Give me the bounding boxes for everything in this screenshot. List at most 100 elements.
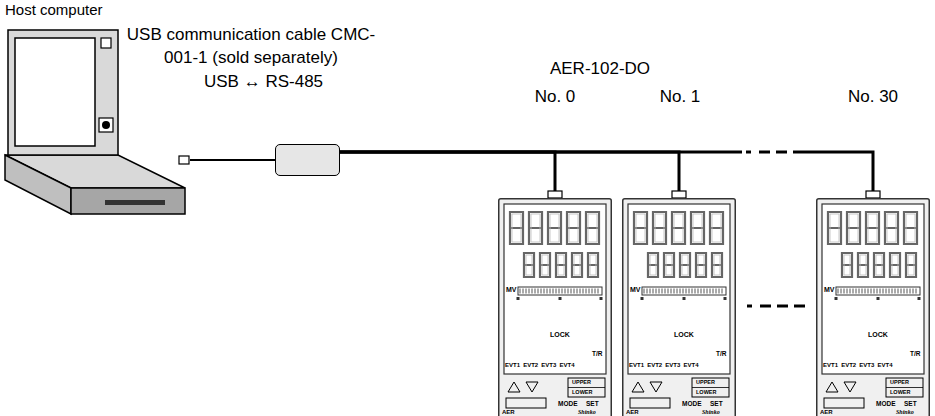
seven-segment-digit: [904, 212, 917, 244]
omission-dash: [747, 305, 752, 308]
key-divider: [886, 387, 923, 388]
controller-drawing: [816, 198, 930, 416]
mv-bar-tick: [856, 289, 857, 294]
mv-bar-tick: [907, 289, 908, 294]
mv-bar-tick: [838, 289, 839, 294]
station-number: No. 1: [660, 88, 701, 107]
down-key: [526, 382, 538, 392]
button-label: SET: [710, 400, 723, 407]
button-label: SET: [904, 400, 917, 407]
mv-bar-tick: [532, 289, 533, 294]
mv-bar-tick: [689, 289, 690, 294]
button-label: UPPER: [890, 379, 909, 385]
lcd-window: [628, 204, 730, 374]
laptop-slot: [105, 200, 165, 205]
laptop-side: [5, 155, 71, 214]
mv-bar-tick: [538, 289, 539, 294]
seven-segment-digit: [526, 255, 532, 275]
bus-dash: [746, 151, 751, 154]
maker-logo: Shinko: [702, 409, 720, 416]
seven-segment-digit: [892, 255, 898, 275]
mv-bar-tick: [865, 289, 866, 294]
seven-segment-digit: [569, 214, 578, 242]
seven-segment-digit: [712, 253, 722, 277]
seven-segment-digit: [691, 212, 704, 244]
maker-logo: Shinko: [578, 409, 596, 416]
button-label: SET: [586, 400, 599, 407]
mv-scale-mark: [918, 297, 921, 300]
seven-segment-digit: [866, 212, 879, 244]
controller: MVLOCKT/REVT1 EVT2 EVT3 EVT4UPPERLOWERMO…: [816, 198, 930, 416]
mv-scale-mark: [641, 297, 644, 300]
mv-bar-tick: [850, 289, 851, 294]
button-label: MODE: [682, 400, 702, 407]
indicator-label: EVT1 EVT2 EVT3 EVT4: [505, 362, 575, 369]
omission-dashes: [747, 305, 805, 308]
seven-segment-digit: [887, 214, 896, 242]
usb-rs485-converter: USB communication cable CMC-001-1 (sold …: [275, 144, 340, 176]
mv-bar-tick: [544, 289, 545, 294]
mv-bar-tick: [574, 289, 575, 294]
seven-segment-digit: [830, 214, 839, 242]
mv-bar-tick: [898, 289, 899, 294]
mv-scale-mark: [600, 297, 603, 300]
seven-segment-digit: [696, 253, 706, 277]
seven-segment-digit: [531, 214, 540, 242]
button-label: LOWER: [890, 389, 910, 395]
rs485-line: [340, 152, 679, 198]
upper-lower-key: [886, 378, 923, 397]
indicator-label: EVT1 EVT2 EVT3 EVT4: [629, 362, 699, 369]
upper-lower-key: [568, 378, 605, 397]
mv-bar-tick: [650, 289, 651, 294]
mv-bar-tick: [901, 289, 902, 294]
laptop-lid: [8, 30, 118, 155]
seven-segment-digit: [885, 212, 898, 244]
mv-bar-tick: [589, 289, 590, 294]
device-heading: Host computer: [5, 2, 103, 19]
seven-segment-digit: [648, 253, 658, 277]
mv-bar-tick: [547, 289, 548, 294]
blank-key: [824, 398, 864, 408]
seven-segment-digit: [674, 214, 683, 242]
model-mark: AER: [820, 409, 833, 416]
bus-dash: [793, 151, 806, 154]
mv-bar-tick: [665, 289, 666, 294]
seven-segment-digit: [588, 253, 598, 277]
seven-segment-digit: [529, 212, 542, 244]
mv-bar-tick: [674, 289, 675, 294]
seven-segment-digit: [844, 255, 850, 275]
mv-bar-tick: [877, 289, 878, 294]
mv-bar-tick: [653, 289, 654, 294]
seven-segment-digit: [868, 214, 877, 242]
seven-segment-digit: [542, 255, 548, 275]
mv-bar: [836, 287, 920, 295]
mv-bar-tick: [862, 289, 863, 294]
seven-segment-digit: [874, 253, 884, 277]
mv-bar-tick: [550, 289, 551, 294]
mv-bar-tick: [662, 289, 663, 294]
mv-bar-tick: [523, 289, 524, 294]
mv-scale-mark: [559, 297, 562, 300]
mv-bar-tick: [844, 289, 845, 294]
mv-bar-tick: [562, 289, 563, 294]
mv-bar-tick: [559, 289, 560, 294]
bus-gap: [742, 145, 806, 159]
laptop-drawing: [5, 28, 190, 218]
mv-bar-tick: [659, 289, 660, 294]
mv-scale-mark: [877, 297, 880, 300]
controller: MVLOCKT/REVT1 EVT2 EVT3 EVT4UPPERLOWERMO…: [498, 198, 612, 416]
down-key: [650, 382, 662, 392]
mv-bar-tick: [580, 289, 581, 294]
mv-bar-tick: [695, 289, 696, 294]
mv-bar-tick: [916, 289, 917, 294]
indicator-label: LOCK: [550, 331, 570, 339]
button-label: MODE: [876, 400, 896, 407]
mv-scale-mark: [724, 297, 727, 300]
mv-scale-mark: [683, 297, 686, 300]
seven-segment-digit: [714, 255, 720, 275]
mv-bar-tick: [892, 289, 893, 294]
button-label: UPPER: [696, 379, 715, 385]
seven-segment-digit: [710, 212, 723, 244]
bus-dash: [776, 151, 787, 154]
seven-segment-digit: [712, 214, 721, 242]
